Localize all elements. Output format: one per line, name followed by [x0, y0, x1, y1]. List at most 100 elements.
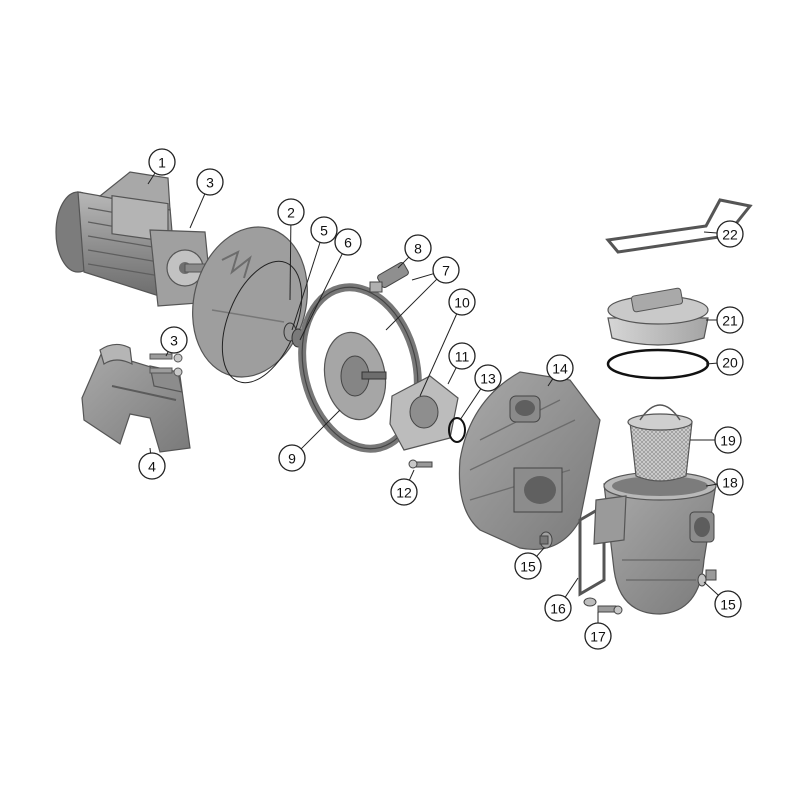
- callout-number: 3: [206, 175, 214, 191]
- callout-circle: [584, 622, 612, 650]
- leader-line-11: [447, 367, 457, 385]
- support-bolts: [149, 353, 183, 377]
- callout-c6: 6: [334, 228, 362, 256]
- callout-c1: 1: [148, 148, 176, 176]
- callout-number: 15: [520, 559, 536, 575]
- callout-circle: [546, 354, 574, 382]
- callout-circle: [716, 348, 744, 376]
- callout-c16: 16: [544, 594, 572, 622]
- leader-line-13: [459, 388, 482, 421]
- callout-c4: 4: [138, 452, 166, 480]
- leader-line-10: [419, 313, 458, 397]
- callout-c3a: 3: [196, 168, 224, 196]
- callout-number: 20: [722, 355, 738, 371]
- callout-c19: 19: [714, 426, 742, 454]
- callout-number: 18: [722, 475, 738, 491]
- callout-circle: [544, 594, 572, 622]
- adapter-flange-disc: [192, 226, 308, 378]
- callout-c10: 10: [448, 288, 476, 316]
- lid-o-ring: [606, 348, 710, 380]
- callout-circle: [448, 288, 476, 316]
- leader-line-1: [147, 172, 156, 185]
- callout-circle: [160, 326, 188, 354]
- leader-lines: [147, 172, 719, 623]
- callout-c17: 17: [584, 622, 612, 650]
- callout-number: 15: [720, 597, 736, 613]
- callout-circle: [514, 552, 542, 580]
- callout-circle: [716, 306, 744, 334]
- drain-connector: [369, 262, 409, 293]
- leader-line-2: [289, 224, 292, 301]
- callout-c15b: 15: [714, 590, 742, 618]
- leader-line-3: [189, 193, 206, 229]
- callout-circle: [277, 198, 305, 226]
- leader-line-20: [705, 362, 718, 365]
- callout-c15a: 15: [514, 552, 542, 580]
- callout-number: 21: [722, 313, 738, 329]
- callout-number: 10: [454, 295, 470, 311]
- callout-number: 14: [552, 361, 568, 377]
- impeller: [323, 331, 387, 421]
- leader-line-15: [703, 581, 719, 596]
- callout-circle: [432, 256, 460, 284]
- callout-circle: [138, 452, 166, 480]
- motor: [55, 171, 213, 307]
- strainer-lid: [607, 287, 709, 346]
- callout-c3b: 3: [160, 326, 188, 354]
- callout-circle: [714, 426, 742, 454]
- diffuser-screw: [408, 459, 433, 469]
- callout-circle: [714, 590, 742, 618]
- callout-c20: 20: [716, 348, 744, 376]
- callout-number: 22: [722, 227, 738, 243]
- callout-number: 6: [344, 235, 352, 251]
- callout-circle: [334, 228, 362, 256]
- callout-number: 3: [170, 333, 178, 349]
- callout-c8: 8: [404, 234, 432, 262]
- callout-number: 12: [396, 485, 412, 501]
- callout-c2: 2: [277, 198, 305, 226]
- callout-circle: [310, 216, 338, 244]
- callout-number: 1: [158, 155, 166, 171]
- seal-plate-ring: [298, 283, 422, 453]
- leader-line-7: [411, 273, 434, 281]
- callout-circle: [278, 444, 306, 472]
- callout-circle: [196, 168, 224, 196]
- drain-plug-left: [539, 531, 553, 549]
- leader-line-3: [165, 351, 169, 357]
- callout-c21: 21: [716, 306, 744, 334]
- strainer-housing: [593, 471, 717, 615]
- leader-line-15: [536, 547, 545, 557]
- motor-support-foot: [81, 343, 191, 453]
- small-o-ring: [448, 417, 466, 443]
- leader-line-9: [300, 409, 341, 450]
- callout-c7: 7: [432, 256, 460, 284]
- callout-circle: [390, 478, 418, 506]
- callout-number: 19: [720, 433, 736, 449]
- callout-number: 11: [455, 349, 470, 365]
- callout-circle: [148, 148, 176, 176]
- leader-line-5: [291, 242, 321, 331]
- callout-number: 8: [414, 241, 422, 257]
- leader-line-16: [564, 577, 579, 598]
- callout-number: 9: [288, 451, 296, 467]
- callout-c18: 18: [716, 468, 744, 496]
- callout-c13: 13: [474, 364, 502, 392]
- callout-c5: 5: [310, 216, 338, 244]
- callout-number: 5: [320, 223, 328, 239]
- leader-line-14: [547, 378, 554, 387]
- callout-c22: 22: [716, 220, 744, 248]
- leader-line-4: [149, 447, 152, 454]
- leader-line-8: [397, 256, 410, 269]
- callout-circle: [716, 220, 744, 248]
- leader-line-7: [385, 278, 438, 331]
- callout-circle: [448, 342, 476, 370]
- callout-number: 2: [287, 205, 295, 221]
- strainer-basket: [627, 404, 693, 482]
- leader-line-6: [299, 253, 343, 341]
- callout-c12: 12: [390, 478, 418, 506]
- callout-c14: 14: [546, 354, 574, 382]
- housing-bolts: [583, 597, 623, 615]
